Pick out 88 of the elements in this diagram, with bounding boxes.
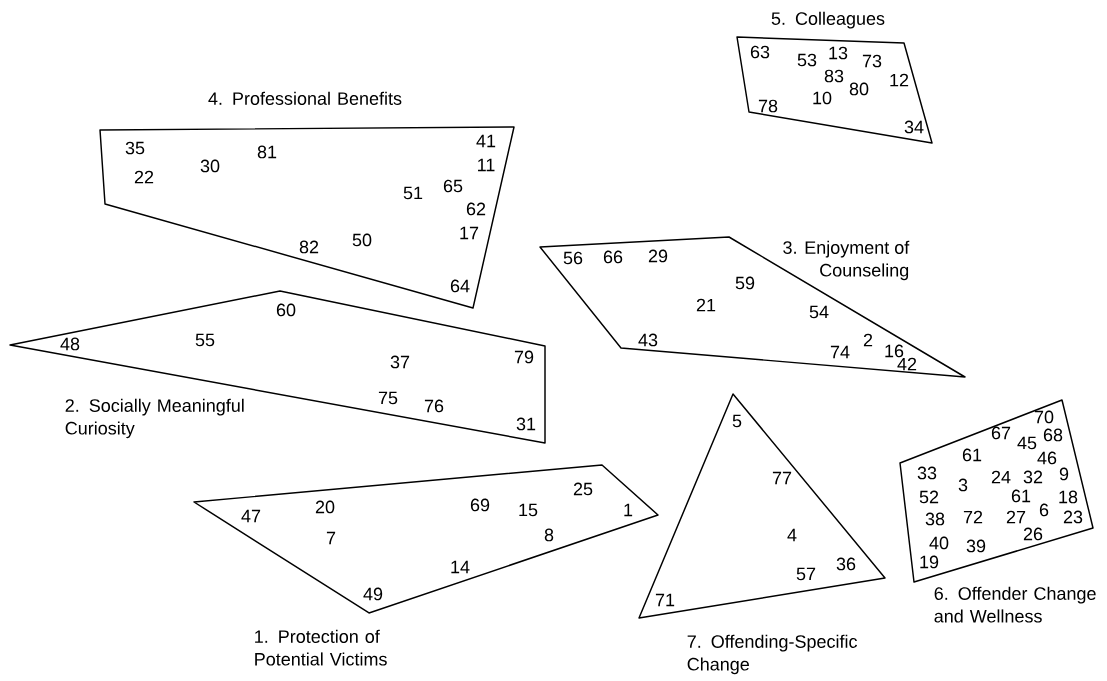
- statement-number: 10: [813, 91, 832, 105]
- statement-number: 41: [476, 134, 496, 148]
- statement-number: 26: [1023, 527, 1043, 541]
- statement-number: 40: [929, 536, 949, 550]
- statement-number: 82: [299, 240, 319, 254]
- statement-number: 12: [890, 73, 909, 87]
- statement-number: 51: [403, 186, 423, 200]
- statement-number: 18: [1059, 490, 1078, 504]
- statement-number: 78: [758, 99, 778, 113]
- statement-number: 57: [796, 567, 816, 581]
- statement-number: 79: [514, 350, 534, 364]
- statement-number: 6: [1039, 503, 1049, 517]
- statement-number: 62: [466, 202, 486, 216]
- statement-number: 9: [1059, 467, 1069, 481]
- statement-number: 60: [276, 303, 296, 317]
- statement-number: 38: [925, 512, 945, 526]
- statement-number: 36: [836, 557, 856, 571]
- cluster-label: 5. Colleagues: [771, 11, 885, 29]
- statement-number: 4: [787, 528, 797, 542]
- statement-number: 5: [732, 414, 742, 428]
- statement-number: 71: [655, 593, 675, 607]
- statement-number: 53: [797, 53, 817, 67]
- statement-number: 19: [920, 555, 939, 569]
- statement-number: 1: [624, 503, 633, 517]
- statement-number: 23: [1063, 510, 1083, 524]
- statement-number: 65: [443, 179, 463, 193]
- statement-number: 83: [824, 69, 844, 83]
- statement-number: 30: [200, 159, 220, 173]
- statement-number: 69: [470, 498, 490, 512]
- statement-number: 80: [849, 82, 869, 96]
- statement-number: 27: [1006, 510, 1026, 524]
- statement-number: 20: [315, 500, 335, 514]
- cluster-label: 6. Offender Change and Wellness: [934, 586, 1096, 623]
- statement-number: 52: [919, 490, 939, 504]
- statement-number: 59: [735, 276, 755, 290]
- statement-number: 70: [1034, 410, 1054, 424]
- statement-number: 16: [885, 344, 904, 358]
- statement-number: 67: [991, 426, 1011, 440]
- statement-number: 11: [478, 158, 495, 172]
- statement-number: 75: [378, 391, 398, 405]
- statement-number: 2: [863, 333, 873, 347]
- statement-number: 22: [134, 170, 154, 184]
- statement-number: 21: [696, 298, 716, 312]
- statement-number: 13: [829, 46, 848, 60]
- statement-number: 45: [1017, 436, 1037, 450]
- statement-number: 77: [772, 471, 792, 485]
- statement-number: 17: [460, 226, 479, 240]
- statement-number: 68: [1043, 428, 1063, 442]
- statement-number: 39: [966, 539, 986, 553]
- statement-number: 7: [326, 531, 336, 545]
- statement-number: 73: [862, 54, 882, 68]
- statement-number: 55: [195, 333, 215, 347]
- statement-number: 43: [638, 333, 658, 347]
- statement-number: 25: [573, 482, 593, 496]
- cluster-label: 4. Professional Benefits: [208, 91, 402, 105]
- statement-number: 24: [991, 470, 1011, 484]
- statement-number: 64: [450, 279, 470, 293]
- statement-number: 35: [125, 141, 145, 155]
- statement-number: 34: [904, 120, 924, 134]
- statement-number: 74: [830, 345, 850, 359]
- cluster-label: 2. Socially Meaningful Curiosity: [65, 398, 244, 439]
- statement-number: 3: [958, 478, 968, 492]
- statement-number: 66: [603, 250, 623, 264]
- statement-number: 8: [544, 528, 554, 542]
- statement-number: 29: [648, 249, 668, 263]
- statement-number: 81: [257, 145, 277, 159]
- statement-number: 63: [750, 45, 770, 59]
- statement-number: 42: [897, 357, 917, 371]
- statement-number: 46: [1037, 451, 1057, 465]
- statement-number: 56: [563, 251, 583, 265]
- statement-number: 50: [352, 233, 372, 247]
- cluster-label: 7. Offending-Specific Change: [687, 634, 857, 675]
- statement-number: 76: [424, 399, 444, 413]
- statement-number: 14: [451, 560, 470, 574]
- statement-number: 33: [917, 466, 937, 480]
- statement-number: 37: [390, 355, 410, 369]
- statement-number: 47: [241, 509, 261, 523]
- statement-number: 31: [516, 417, 536, 431]
- statement-number: 15: [519, 503, 538, 517]
- cluster-label: 3. Enjoyment of Counseling: [783, 240, 910, 281]
- statement-number: 61: [1011, 489, 1031, 503]
- statement-number: 61: [962, 448, 982, 462]
- statement-number: 54: [809, 305, 829, 319]
- cluster-label: 1. Protection of Potential Victims: [255, 629, 387, 666]
- statement-number: 49: [363, 587, 383, 601]
- statement-number: 72: [963, 510, 983, 524]
- statement-number: 32: [1023, 470, 1043, 484]
- statement-number: 48: [60, 337, 80, 351]
